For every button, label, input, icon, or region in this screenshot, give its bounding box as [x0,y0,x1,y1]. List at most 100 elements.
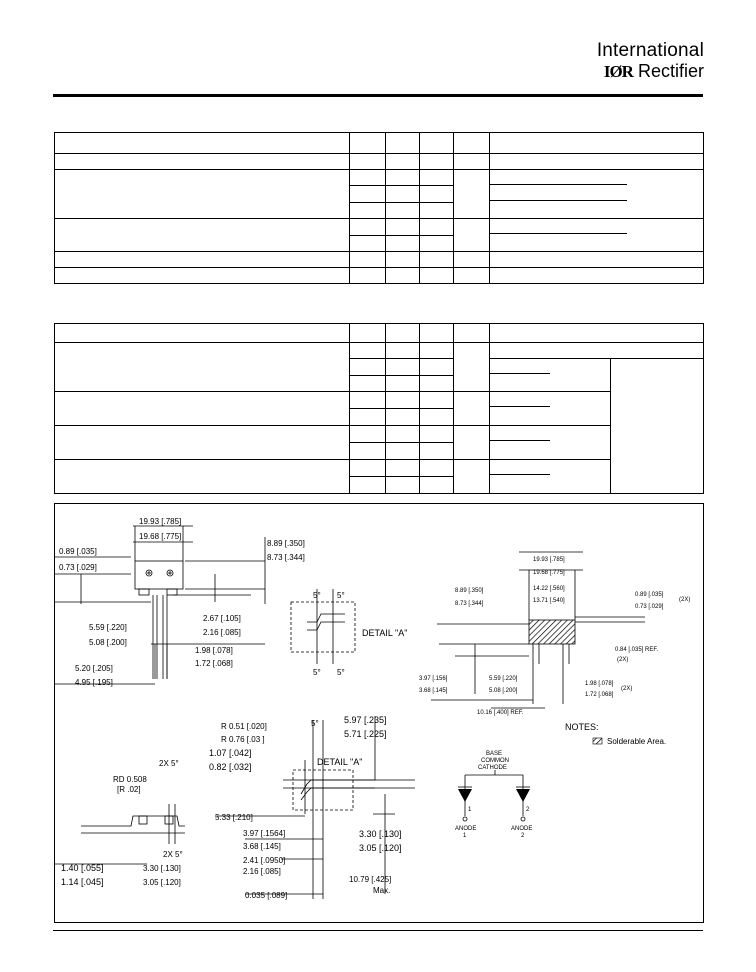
angle-text: 5° [337,668,345,677]
dim-text: 19.93 [.785] [139,517,181,526]
table-row [54,425,704,460]
drawing-svg: 19.93 [.785] 19.68 [.775] 0.89 [.035] 0.… [55,517,690,900]
detail-a-label: DETAIL "A" [317,757,362,767]
table-row [55,476,704,494]
dim-text: 3.97 [.156] [419,676,448,682]
footer-rule [53,930,703,931]
dim-text: 0.73 [.029] [59,563,97,572]
schematic-label: ANODE [511,826,532,832]
table-row [54,267,704,284]
dim-text: 19.68 [.775] [139,532,181,541]
dim-text: 2.41 [.0950] [243,856,285,865]
dim-text: 0.89 [.035] [59,547,97,556]
dim-text: 1.72 [.068] [195,659,233,668]
schematic-label: COMMON [481,758,509,764]
table-row [55,358,704,494]
dim-text: 1.40 [.055] [61,863,104,873]
brand-rectifier: Rectifier [637,61,704,81]
dim-text: 3.68 [.145] [419,688,448,694]
dim-text: 1.98 [.078] [195,646,233,655]
dim-text: 8.73 [.344] [455,601,484,607]
table-row [55,408,704,426]
dim-text: 3.05 [.120] [359,843,402,853]
dim-text: 3.68 [.145] [243,842,281,851]
spec-table-2 [54,323,704,494]
dim-text: R 0.51 [.020] [221,722,267,731]
diode-1-icon [458,789,472,802]
dim-text: 13.71 [.540] [533,598,565,604]
diode-2-icon [516,789,530,802]
dim-text: 5.20 [.205] [75,664,113,673]
table-row [54,391,704,426]
dim-text: 5.97 [.235] [344,715,387,725]
schematic-label: ANODE [455,826,476,832]
dim-text: 1.07 [.042] [209,748,252,758]
angle-text: 5° [311,719,319,728]
dim-text: (2X) [679,597,690,603]
dim-text: 0.73 [.029] [635,604,664,610]
brand-line2: IØR Rectifier [597,61,704,82]
solderable-area-swatch [592,737,603,745]
table-row [54,153,704,170]
angle-text: 5° [313,668,321,677]
angle-text: 5° [337,591,345,600]
table-row [55,442,704,460]
dim-text: 8.89 [.350] [455,588,484,594]
dim-text: 2.16 [.085] [203,628,241,637]
dim-text: 5.08 [.200] [89,638,127,647]
dim-text: 19.93 [.785] [533,557,565,563]
dim-text: 0.84 [.035] REF. [615,647,658,653]
dim-text: 10.16 [.400] REF. [477,710,524,716]
table-row [54,218,704,252]
pin-number: 1 [468,807,472,813]
dim-text: 4.95 [.195] [75,678,113,687]
spec-table-1 [54,132,704,284]
dim-text: 3.30 [.130] [143,864,181,873]
dim-text: 5.71 [.225] [344,729,387,739]
detail-a-label: DETAIL "A" [362,628,407,638]
notes-title: NOTES: [565,722,599,732]
dim-text: R 0.76 [.03 ] [221,735,265,744]
dim-text: 19.68 [.775] [533,570,565,576]
dim-text: 2.16 [.085] [243,867,281,876]
schematic-label: 1 [463,833,467,839]
table-row [54,251,704,268]
angle-text: 5° [313,591,321,600]
schematic-label: CATHODE [478,765,507,771]
angle-text: 2X 5° [159,759,179,768]
table-row [54,342,704,392]
dim-text: 5.08 [.200] [489,688,518,694]
dim-text: 0.035 [.089] [245,891,287,900]
table-row [55,185,704,203]
dim-text: 3.05 [.120] [143,878,181,887]
dim-text: 8.89 [.350] [267,539,305,548]
table-row [54,168,704,219]
dim-text: 0.89 [.035] [635,592,664,598]
dim-text: 8.73 [.344] [267,553,305,562]
table-row [54,132,704,154]
dim-text: 1.98 [.078] [585,681,614,687]
dim-text: [R .02] [117,785,141,794]
dim-text: 2.67 [.105] [203,614,241,623]
package-body-top [134,560,184,590]
dim-text: 3.30 [.130] [359,829,402,839]
dim-text: 5.59 [.220] [489,676,518,682]
table-row [54,323,704,343]
dim-text: 10.79 [.425] [349,875,391,884]
dim-text: 0.82 [.032] [209,762,252,772]
brand-logo: International IØR Rectifier [597,40,704,82]
dim-text: (2X) [617,657,628,663]
pin-number: 2 [526,807,530,813]
schematic-label: BASE [486,751,502,757]
schematic-label: 2 [521,833,525,839]
solderable-pad [528,619,576,645]
dim-text: 3.97 [.1564] [243,829,285,838]
angle-text: 2X 5° [163,850,183,859]
table-row [54,459,704,494]
dim-text: Max. [373,886,390,895]
dim-text: 5.33 [.210] [215,813,253,822]
dim-text: 1.14 [.045] [61,877,104,887]
dim-text: 1.72 [.068] [585,692,614,698]
notes-solderable-area: Solderable Area. [607,737,666,746]
dim-text: 5.59 [.220] [89,623,127,632]
